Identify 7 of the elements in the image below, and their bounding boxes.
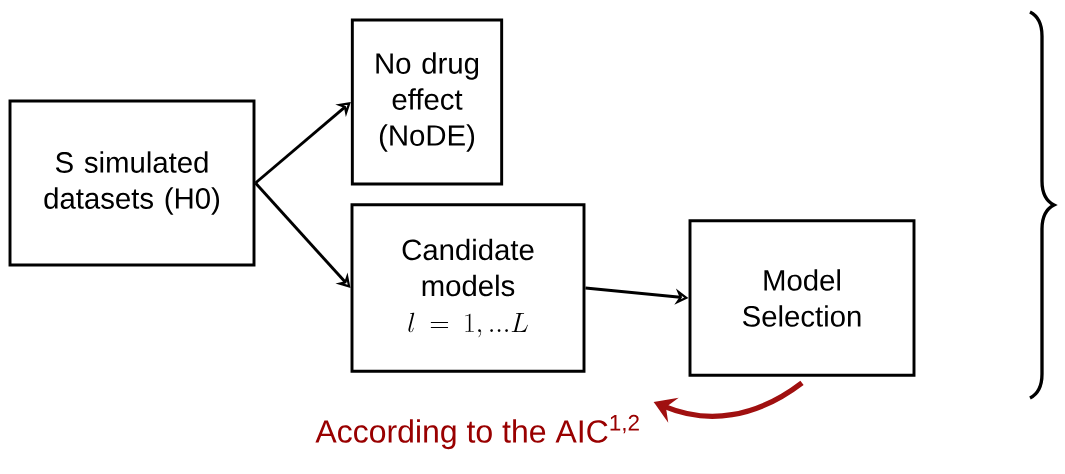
annotation-text: According to the AIC$^{1,2}$ [315, 414, 639, 450]
arrow [254, 102, 351, 185]
process-box: Candidate models $l = 1, ... L$ [350, 203, 586, 373]
process-box: Model Selection [688, 219, 916, 377]
arrow [254, 182, 351, 288]
process-box: No drug effect (NoDE) [350, 18, 504, 186]
process-box: S simulated datasets (H0) [8, 99, 256, 267]
